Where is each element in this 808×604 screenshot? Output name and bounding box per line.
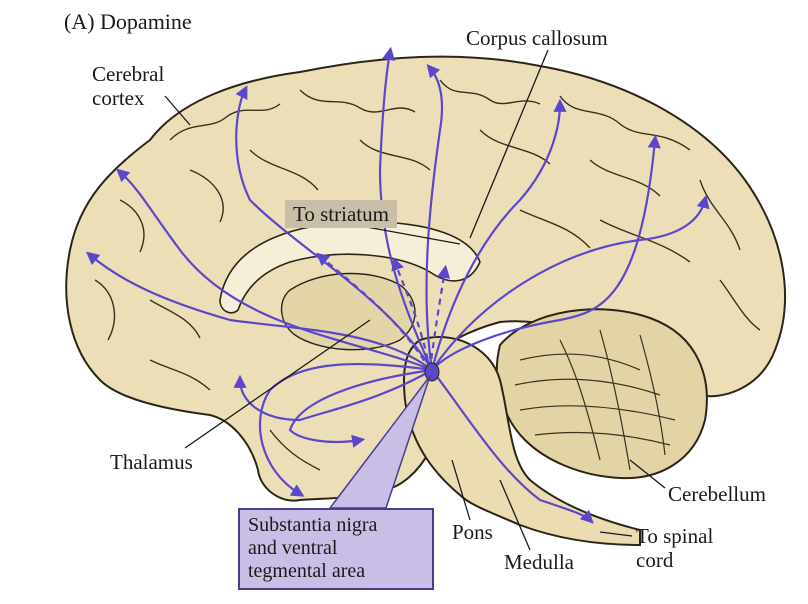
label-cerebral-cortex: Cerebral cortex [92,62,164,110]
label-sn-line3: tegmental area [248,560,424,583]
label-sn-line1: Substantia nigra [248,514,424,537]
substantia-nigra-marker [425,363,439,381]
figure-title: (A) Dopamine [64,10,192,34]
label-thalamus: Thalamus [110,450,193,474]
label-to-spinal-cord: To spinal cord [636,524,713,572]
label-to-spinal-cord-line1: To spinal [636,524,713,548]
label-pons: Pons [452,520,493,544]
label-cerebral-cortex-line1: Cerebral [92,62,164,86]
label-cerebellum: Cerebellum [668,482,766,506]
label-to-striatum: To striatum [285,200,397,228]
label-substantia-nigra-box: Substantia nigra and ventral tegmental a… [238,508,434,590]
thalamus-shape [282,274,415,350]
label-corpus-callosum: Corpus callosum [466,26,608,50]
label-medulla: Medulla [504,550,574,574]
label-sn-line2: and ventral [248,537,424,560]
label-to-spinal-cord-line2: cord [636,548,713,572]
label-cerebral-cortex-line2: cortex [92,86,164,110]
